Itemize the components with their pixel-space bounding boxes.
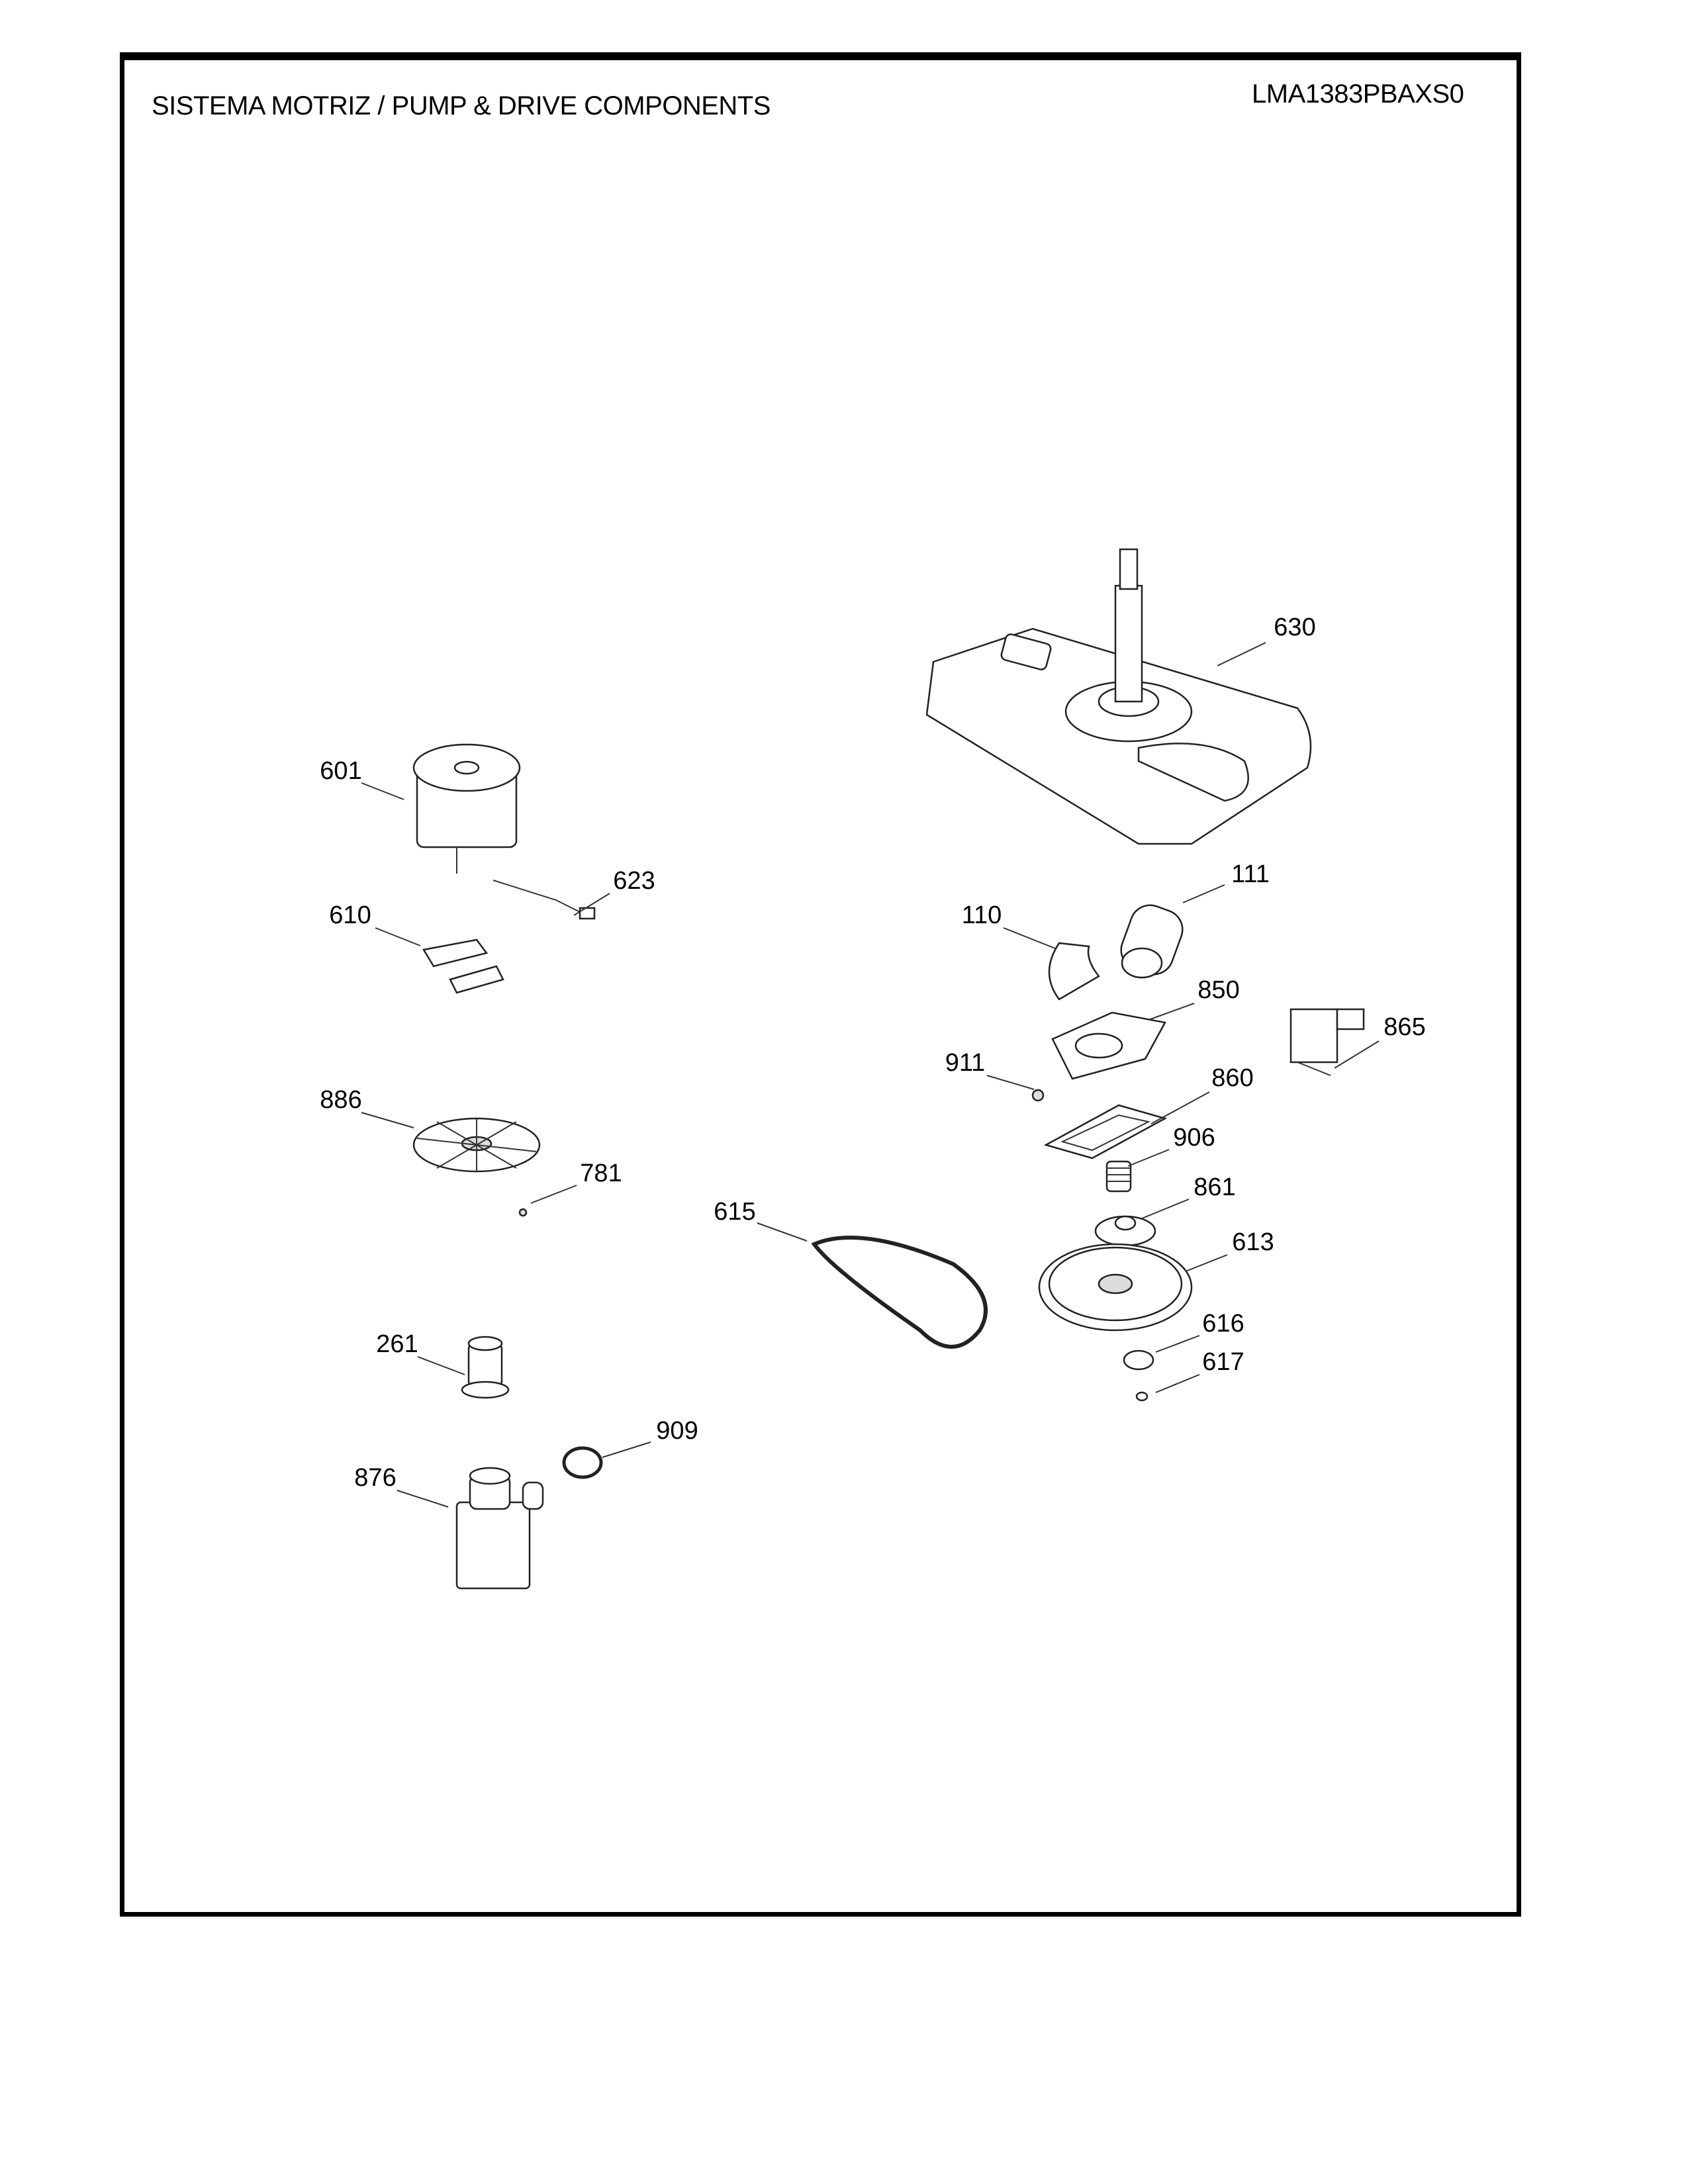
callout-876: 876 bbox=[354, 1464, 396, 1492]
part-909-hose-clamp[interactable] bbox=[562, 1446, 603, 1479]
callout-615: 615 bbox=[714, 1198, 755, 1226]
callout-623: 623 bbox=[613, 867, 655, 895]
callout-601: 601 bbox=[320, 757, 361, 785]
callout-616: 616 bbox=[1202, 1310, 1244, 1338]
part-911-screw[interactable] bbox=[1031, 1089, 1045, 1102]
callout-911: 911 bbox=[945, 1049, 986, 1077]
callout-630: 630 bbox=[1274, 614, 1315, 641]
callout-861: 861 bbox=[1194, 1173, 1235, 1201]
callout-613: 613 bbox=[1232, 1228, 1274, 1256]
part-860-gasket[interactable] bbox=[1043, 1104, 1168, 1160]
part-623-wire-harness[interactable] bbox=[492, 880, 596, 920]
part-630-transmission-plate[interactable] bbox=[925, 548, 1312, 845]
page-title: SISTEMA MOTRIZ / PUMP & DRIVE COMPONENTS bbox=[152, 91, 771, 120]
part-110-capacitor-strap[interactable] bbox=[1048, 942, 1100, 1001]
part-861-coupling[interactable] bbox=[1094, 1215, 1156, 1247]
leader-lines bbox=[361, 642, 1380, 1508]
part-601-motor[interactable] bbox=[412, 743, 521, 874]
callout-860: 860 bbox=[1211, 1064, 1253, 1092]
callout-909: 909 bbox=[656, 1417, 698, 1445]
part-617-ring[interactable] bbox=[1135, 1391, 1149, 1402]
callout-906: 906 bbox=[1173, 1124, 1215, 1152]
part-781-fastener[interactable] bbox=[518, 1208, 528, 1217]
diagram-frame bbox=[120, 52, 1521, 1917]
part-261-filter[interactable] bbox=[461, 1336, 510, 1399]
callout-886: 886 bbox=[320, 1086, 361, 1114]
model-number: LMA1383PBAXS0 bbox=[1252, 79, 1464, 109]
callout-610: 610 bbox=[329, 901, 371, 929]
callout-781: 781 bbox=[580, 1160, 622, 1187]
callout-865: 865 bbox=[1383, 1013, 1425, 1041]
part-613-pulley[interactable] bbox=[1038, 1243, 1193, 1332]
part-615-belt[interactable] bbox=[811, 1236, 988, 1349]
callout-110: 110 bbox=[962, 901, 1002, 929]
part-876-drain-pump[interactable] bbox=[455, 1467, 544, 1590]
part-610-motor-pads[interactable] bbox=[422, 938, 504, 994]
part-616-washer[interactable] bbox=[1123, 1349, 1154, 1371]
part-886-fan[interactable] bbox=[412, 1117, 541, 1173]
callout-850: 850 bbox=[1197, 976, 1239, 1004]
part-865-lid-switch[interactable] bbox=[1289, 1008, 1365, 1076]
callout-261: 261 bbox=[376, 1330, 418, 1358]
part-850-brake-bracket[interactable] bbox=[1051, 1011, 1166, 1080]
part-111-capacitor[interactable] bbox=[1115, 899, 1188, 979]
callout-617: 617 bbox=[1202, 1348, 1244, 1376]
part-906-spring[interactable] bbox=[1105, 1160, 1132, 1193]
callout-111: 111 bbox=[1231, 860, 1270, 888]
